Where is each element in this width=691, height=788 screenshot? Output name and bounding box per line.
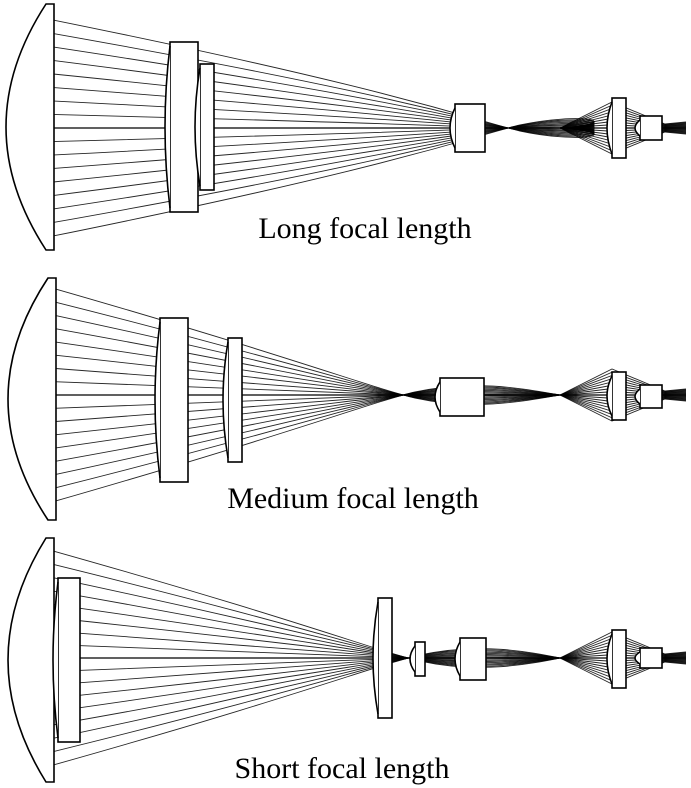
lens-group-2a-curvature xyxy=(52,581,59,739)
lens-group-2a xyxy=(57,577,81,743)
lens-group-2b-curvature xyxy=(194,67,201,187)
rear-group xyxy=(611,629,627,689)
ray-path xyxy=(32,577,687,666)
rear-group-curvature xyxy=(606,101,613,155)
relay-group xyxy=(439,377,485,417)
rear-group-curvature xyxy=(606,633,613,685)
sensor-block xyxy=(639,647,663,669)
front-lens xyxy=(7,277,57,521)
sensor-block xyxy=(639,384,663,409)
ray-path xyxy=(46,118,687,237)
rear-group xyxy=(611,371,627,421)
rear-group xyxy=(611,97,627,159)
relay-group-b-curvature xyxy=(454,641,461,677)
lens-group-medium xyxy=(7,277,663,521)
relay-group-b xyxy=(459,637,487,681)
relay-group-a-curvature xyxy=(409,645,416,673)
relay-group-curvature xyxy=(449,107,456,149)
caption-short-focal-length: Short focal length xyxy=(235,752,450,785)
relay-group-a xyxy=(414,641,426,677)
ray-bundle-medium xyxy=(16,288,687,502)
caption-long-focal-length: Long focal length xyxy=(258,212,471,245)
ray-bundle-long xyxy=(14,19,687,237)
lens-group-2b-curvature xyxy=(222,341,229,459)
rear-group-curvature xyxy=(606,375,613,417)
lens-group-2a xyxy=(169,41,199,213)
sensor-block xyxy=(639,115,663,141)
relay-group xyxy=(454,103,486,153)
sensor-block-curvature xyxy=(634,388,641,405)
front-lens xyxy=(7,537,55,783)
panel-short-focal-length: Short focal length xyxy=(7,537,687,785)
lens-group-short xyxy=(7,537,663,783)
lens-group-2b-curvature xyxy=(372,601,379,715)
lens-group-long xyxy=(5,3,663,251)
ray-path xyxy=(34,314,687,403)
lens-group-2b xyxy=(227,337,243,463)
ray-path xyxy=(48,385,687,502)
front-lens xyxy=(5,3,55,251)
ray-path xyxy=(46,648,687,766)
ray-path xyxy=(34,387,687,476)
lens-group-2b xyxy=(377,597,393,719)
panel-medium-focal-length: Medium focal length xyxy=(7,277,687,521)
lens-group-2a-curvature xyxy=(154,321,161,479)
sensor-block-curvature xyxy=(634,651,641,665)
lens-group-2a xyxy=(159,317,189,483)
ray-bundle-short xyxy=(15,550,687,766)
relay-group-curvature xyxy=(434,381,441,413)
lens-group-2a-curvature xyxy=(164,45,171,209)
panel-long-focal-length: Long focal length xyxy=(5,3,687,251)
ray-path xyxy=(32,650,687,739)
caption-medium-focal-length: Medium focal length xyxy=(227,482,479,515)
sensor-block-curvature xyxy=(634,119,641,137)
lens-group-2b xyxy=(199,63,215,191)
